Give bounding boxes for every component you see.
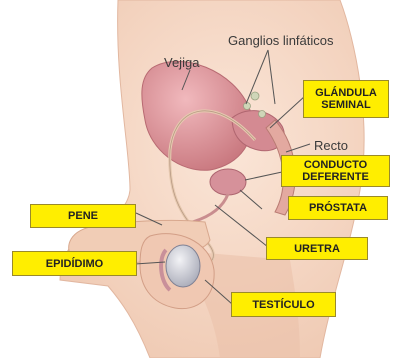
label-recto: Recto [314, 138, 348, 153]
label-glandula-seminal: GLÁNDULA SEMINAL [303, 80, 389, 118]
label-glandula-line2: SEMINAL [321, 99, 371, 111]
label-prostata: PRÓSTATA [288, 196, 388, 220]
lymph-node [251, 92, 259, 100]
lymph-node [259, 111, 266, 118]
label-uretra: URETRA [266, 237, 368, 260]
label-conducto-line1: CONDUCTO [304, 159, 367, 171]
label-conducto-deferente: CONDUCTO DEFERENTE [281, 155, 390, 187]
label-vejiga: Vejiga [164, 55, 199, 70]
label-testiculo: TESTÍCULO [231, 292, 336, 317]
label-ganglios: Ganglios linfáticos [228, 33, 334, 48]
label-epididimo: EPIDÍDIMO [12, 251, 137, 276]
label-pene: PENE [30, 204, 136, 228]
label-glandula-line1: GLÁNDULA [315, 87, 377, 99]
label-conducto-line2: DEFERENTE [302, 171, 369, 183]
lymph-node [244, 103, 251, 110]
testicle-shape [166, 245, 200, 287]
